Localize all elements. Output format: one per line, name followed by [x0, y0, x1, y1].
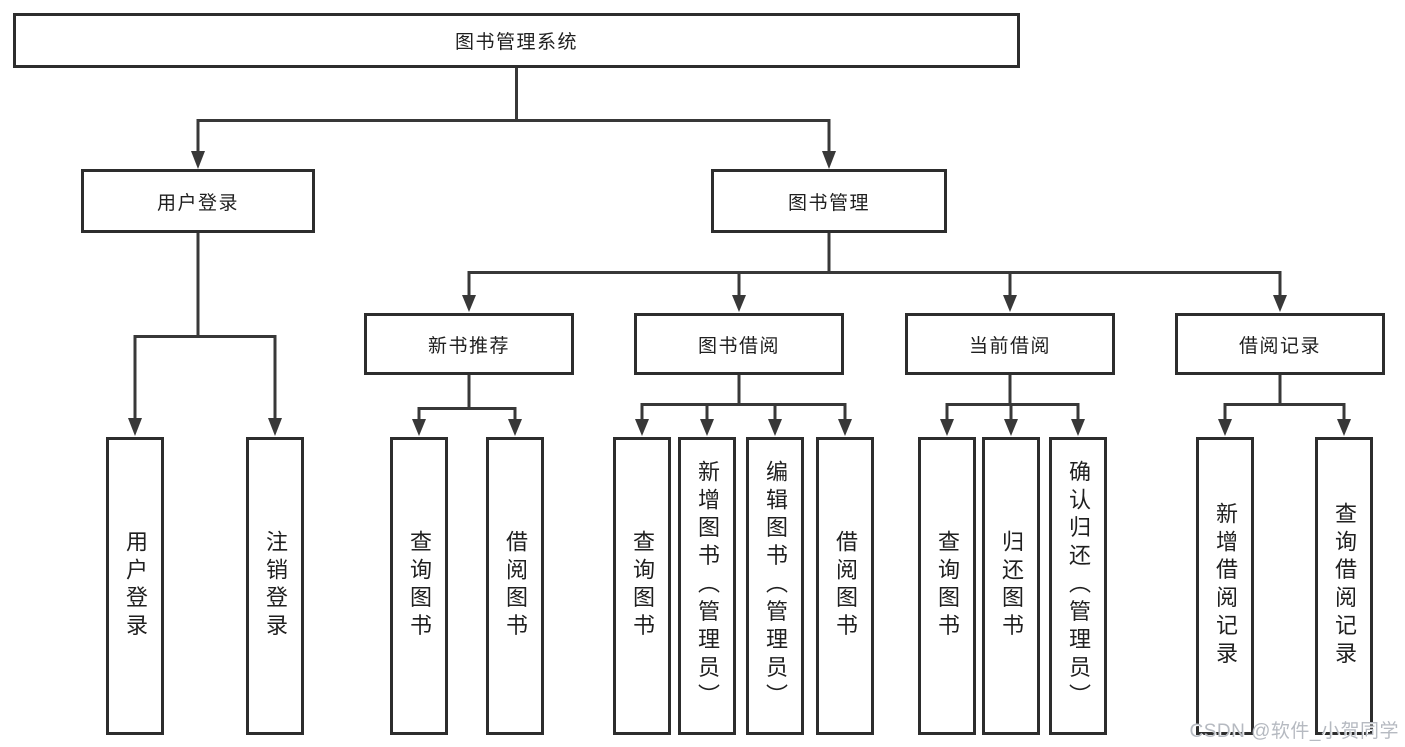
leaf-bb-edit-books-admin-label: 编辑图书（管理员）: [763, 460, 788, 712]
node-book-mgmt: 图书管理: [711, 169, 947, 233]
node-user-login-label: 用户登录: [156, 192, 239, 214]
leaf-logout: 注销登录: [246, 437, 304, 735]
leaf-bb-add-books-admin-label: 新增图书（管理员）: [695, 460, 720, 712]
leaf-bb-borrow-books-label: 借阅图书: [833, 530, 858, 642]
connector-user-login: [128, 233, 282, 436]
node-user-login: 用户登录: [81, 169, 315, 233]
leaf-nbr-borrow-books-label: 借阅图书: [503, 530, 528, 642]
leaf-user-login: 用户登录: [106, 437, 164, 735]
node-current-borrow-label: 当前借阅: [968, 335, 1051, 357]
connector-root: [191, 68, 836, 169]
csdn-watermark: CSDN @软件_小贺同学: [1189, 721, 1399, 742]
leaf-br-query-record-label: 查询借阅记录: [1332, 502, 1357, 670]
leaf-nbr-borrow-books: 借阅图书: [486, 437, 544, 735]
leaf-logout-label: 注销登录: [263, 530, 288, 642]
leaf-cb-query-books: 查询图书: [918, 437, 976, 735]
leaf-nbr-query-books-label: 查询图书: [407, 530, 432, 642]
connector-borrow-records: [1218, 375, 1351, 436]
connector-book-borrow: [635, 375, 852, 436]
leaf-bb-add-books-admin: 新增图书（管理员）: [678, 437, 736, 735]
leaf-cb-query-books-label: 查询图书: [935, 530, 960, 642]
node-current-borrow: 当前借阅: [905, 313, 1115, 375]
node-root-label: 图书管理系统: [454, 32, 578, 53]
node-borrow-records-label: 借阅记录: [1238, 335, 1321, 357]
leaf-bb-edit-books-admin: 编辑图书（管理员）: [746, 437, 804, 735]
leaf-cb-confirm-return-admin: 确认归还（管理员）: [1049, 437, 1107, 735]
connector-new-book-rec: [412, 375, 522, 436]
node-book-borrow-label: 图书借阅: [697, 335, 780, 357]
leaf-br-add-record-label: 新增借阅记录: [1213, 502, 1238, 670]
connector-current-borrow: [940, 375, 1085, 436]
leaf-cb-confirm-return-admin-label: 确认归还（管理员）: [1066, 460, 1091, 712]
node-new-book-rec-label: 新书推荐: [427, 335, 510, 357]
node-root: 图书管理系统: [13, 13, 1020, 68]
leaf-br-query-record: 查询借阅记录: [1315, 437, 1373, 735]
leaf-bb-query-books: 查询图书: [613, 437, 671, 735]
node-new-book-rec: 新书推荐: [364, 313, 574, 375]
node-book-mgmt-label: 图书管理: [787, 192, 870, 214]
leaf-bb-query-books-label: 查询图书: [630, 530, 655, 642]
node-borrow-records: 借阅记录: [1175, 313, 1385, 375]
leaf-cb-return-books-label: 归还图书: [999, 530, 1024, 642]
leaf-br-add-record: 新增借阅记录: [1196, 437, 1254, 735]
connector-book-mgmt: [462, 233, 1287, 312]
node-book-borrow: 图书借阅: [634, 313, 844, 375]
leaf-user-login-label: 用户登录: [123, 530, 148, 642]
leaf-cb-return-books: 归还图书: [982, 437, 1040, 735]
leaf-bb-borrow-books: 借阅图书: [816, 437, 874, 735]
leaf-nbr-query-books: 查询图书: [390, 437, 448, 735]
